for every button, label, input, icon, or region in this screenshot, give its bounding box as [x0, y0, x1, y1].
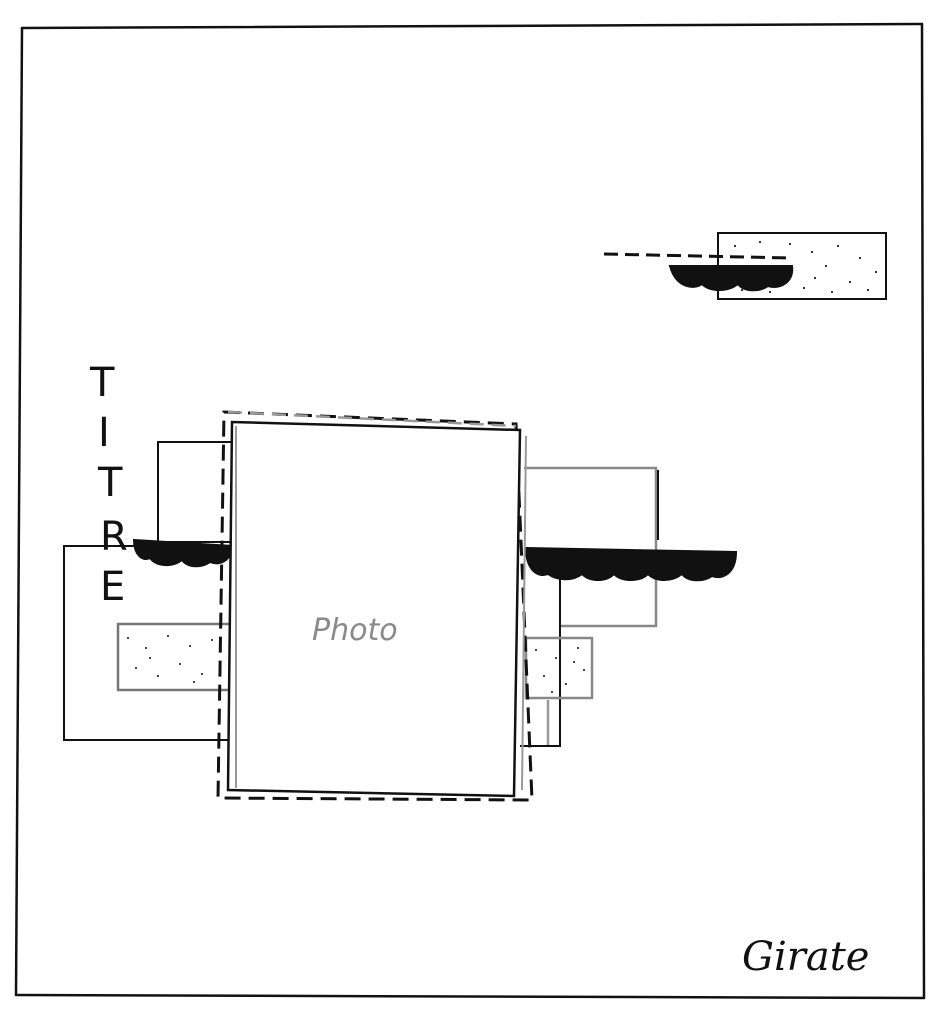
photo-mat-dashed-border — [216, 410, 534, 802]
embellishment-top-right — [603, 232, 887, 300]
stipple-dots-left — [126, 634, 222, 684]
page-border — [14, 22, 926, 1000]
title-vertical: T I T R E — [89, 360, 128, 610]
embellishment-right — [520, 466, 738, 747]
title-letter-5: E — [100, 564, 125, 610]
title-letter-2: I — [98, 410, 110, 456]
photo-frame — [226, 420, 522, 798]
photo-label: Photo — [312, 613, 398, 648]
thin-paper-right — [524, 466, 658, 628]
photo-mat: Photo — [216, 410, 534, 802]
photo-inner-line-right — [521, 435, 527, 791]
stipple-dots-right — [534, 646, 586, 694]
title-letter-4: R — [100, 514, 128, 560]
signature: Girate — [742, 934, 869, 980]
scallop-ribbon-left — [132, 538, 234, 568]
dotted-paper-strip-left — [116, 622, 232, 692]
embellishment-left — [63, 441, 237, 741]
stipple-dots-top-right — [733, 240, 878, 294]
title-letter-1: T — [89, 360, 115, 406]
dashed-stitch-top-right — [603, 252, 791, 260]
title-letter-3: T — [97, 460, 123, 506]
thin-paper-left — [63, 545, 235, 741]
scallop-ribbon-top-right — [668, 265, 794, 292]
scallop-ribbon-right — [524, 546, 738, 582]
thin-paper-right-leg — [520, 578, 561, 747]
photo-mat-grey-border — [227, 410, 517, 428]
